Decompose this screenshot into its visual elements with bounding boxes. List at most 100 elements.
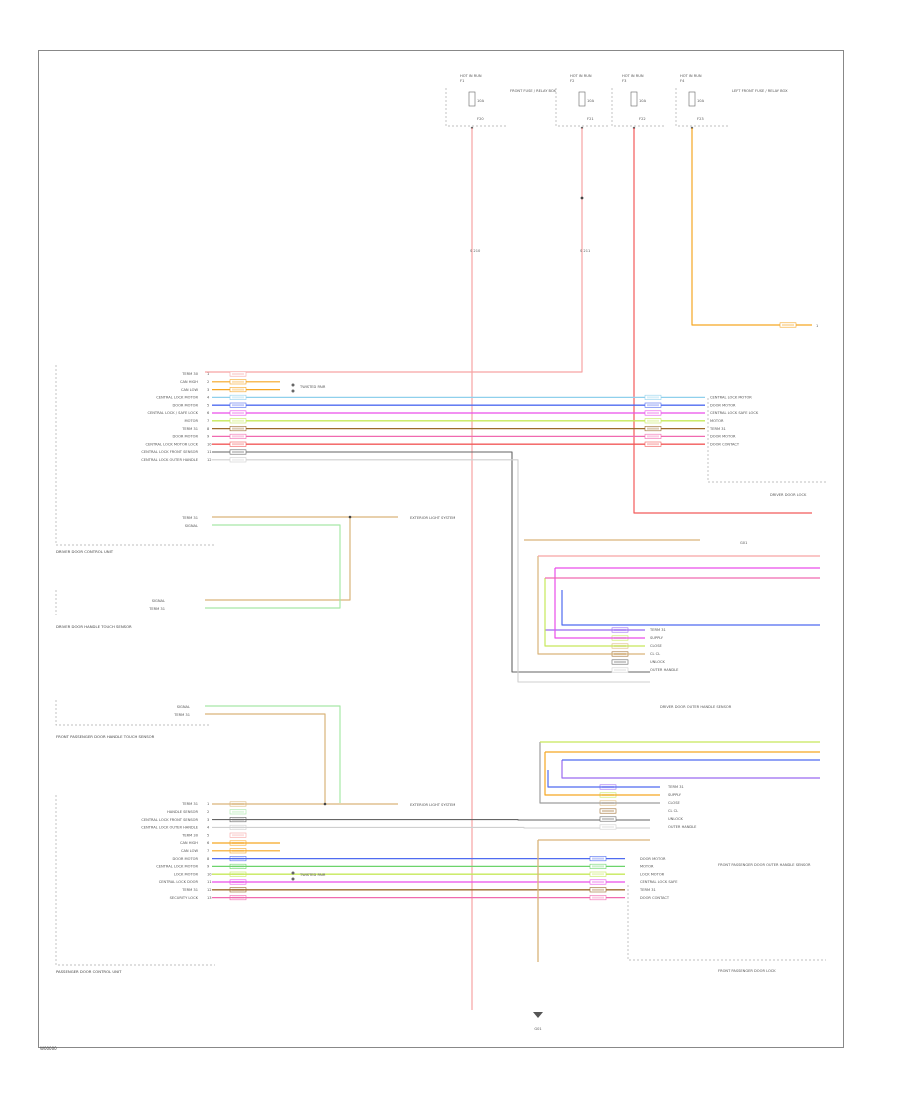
twisted-pair-label: TWISTED PAIR [299,873,326,877]
wire-sensor-close [544,578,645,647]
driver-unit-label: DRIVER DOOR CONTROL UNIT [56,549,114,554]
sensor-pin-label: CL CL [650,652,660,656]
driver-pin-number: 7 [207,419,209,423]
wire-tag-fill [232,380,244,383]
wire-tag [229,402,247,408]
handle-pin-label: TERM 31 [148,607,165,611]
splice-label: S 210 [470,249,481,253]
passenger-handle-outline [55,700,210,726]
passenger-pin-number: 5 [207,833,209,837]
driver-pin-label: DOOR MOTOR [172,403,198,407]
passenger-pin-number: 13 [207,896,212,900]
passenger-pin-number: 6 [207,841,210,845]
driver-unit-outline [55,365,215,546]
wire-tag [644,426,662,432]
driver-pin-label: CAN LOW [181,388,199,392]
passenger-pin-label: CENTRAL LOCK FRONT SENSOR [141,818,198,822]
passenger-handle-label: FRONT PASSENGER DOOR HANDLE TOUCH SENSOR [56,734,155,739]
wire-handle-ground [205,516,351,601]
driver-pin-number: 6 [207,411,210,415]
wire-tag-fill [232,834,244,837]
fuse-rating: 10A [477,99,485,103]
fuse-rating: 10A [587,99,595,103]
passenger-pin-label: CAN LOW [181,849,199,853]
sensor-pin-label: OUTER HANDLE [650,668,679,672]
wire-tag [229,426,247,432]
fuse-icon [578,91,586,107]
wire-tag-fill [592,873,604,876]
passenger-pin-label: LOCK MOTOR [174,872,199,876]
wire-tag [229,418,247,424]
ground-label: G01 [534,1027,541,1031]
fuse-rating: 10A [697,99,705,103]
passenger-pin-number: 2 [207,810,209,814]
wire-sensor-supply [554,568,645,639]
driver-pin-label: CENTRAL LOCK / SAFE LOCK [147,411,198,415]
wire-tag-fill [647,396,659,399]
driver-pin-label: TERM 31 [181,516,198,520]
wire-tag-fill [232,419,244,422]
passenger-pin-number: 9 [207,865,210,869]
driver-lock-pin-label: CENTRAL LOCK MOTOR [710,396,752,400]
fuse-icon [630,91,638,107]
passenger-pin-number: 3 [207,818,209,822]
twisted-pair-label: TWISTED PAIR [299,385,326,389]
wire-tag-fill [232,404,244,407]
passenger-pin-label: CENTRAL LOCK MOTOR [156,865,198,869]
passenger-lock-pin-label: DOOR CONTACT [640,896,670,900]
wire-tag [229,809,247,815]
driver-pin-label: CENTRAL LOCK OUTER HANDLE [141,458,199,462]
driver-pin-number: 2 [207,380,209,384]
fuse-box-outline [675,88,730,127]
wire-tag-fill [232,451,244,453]
wire-tag [229,449,247,455]
wire-tag-fill [614,661,626,663]
passenger-pin-number: 8 [207,857,210,861]
driver-pin-number: 1 [207,372,209,376]
wire-passenger-outer [212,826,650,829]
driver-handle-label: DRIVER DOOR HANDLE TOUCH SENSOR [56,624,132,629]
passenger-pin-label: CAN HIGH [180,841,198,845]
fuse-id-lower: F21 [587,117,594,121]
fuse-label: HOT IN RUN [570,74,592,78]
handle-pin-label: TERM 31 [173,713,190,717]
wire-tag-fill [782,324,794,326]
wire-tag [589,856,607,862]
driver-pin-number: 11 [207,450,212,454]
sensor-pin-label: CLOSE [668,801,680,805]
sensor-pin-label: SUPPLY [668,793,682,797]
wire-tag [229,410,247,416]
driver-pin-number: 5 [207,403,209,407]
fuse-box-outline [611,88,665,127]
splice-node [323,802,327,806]
wire-tag [644,418,662,424]
sensor-pin-label: SUPPLY [650,636,664,640]
wire-tag-fill [232,810,244,813]
wire-tag-fill [232,427,244,430]
passenger-lock-pin-label: MOTOR [640,865,654,869]
sensor-pin-label: OUTER HANDLE [668,825,697,829]
passenger-pin-number: 1 [207,802,209,806]
wire-tag [229,394,247,400]
passenger-pin-label: CENTRAL LOCK DOOR [159,880,199,884]
wire-tag-fill [232,435,244,438]
wire-tag-fill [232,458,244,461]
wire-front-sensor [212,451,650,673]
driver-pin-number: 12 [207,458,212,462]
wire-tag [229,441,247,447]
driver-lock-pin-label: CENTRAL LOCK SAFE LOCK [710,411,759,415]
passenger-pin-number: 10 [207,872,212,876]
fuse-icon [468,91,476,107]
wire-tag-fill [232,388,244,391]
fuse-label: HOT IN RUN [622,74,644,78]
passenger-unit-outline [55,795,215,966]
passenger-pin-number: 11 [207,880,212,884]
wire-tag [589,879,607,885]
sensor-pin-label: CLOSE [650,644,662,648]
wire-tag [599,816,617,822]
wire-tag-fill [592,857,604,860]
driver-lock-label: DRIVER DOOR LOCK [770,493,807,497]
driver-pin-label: CENTRAL LOCK MOTOR [156,396,198,400]
passenger-unit-label: PASSENGER DOOR CONTROL UNIT [56,969,122,974]
